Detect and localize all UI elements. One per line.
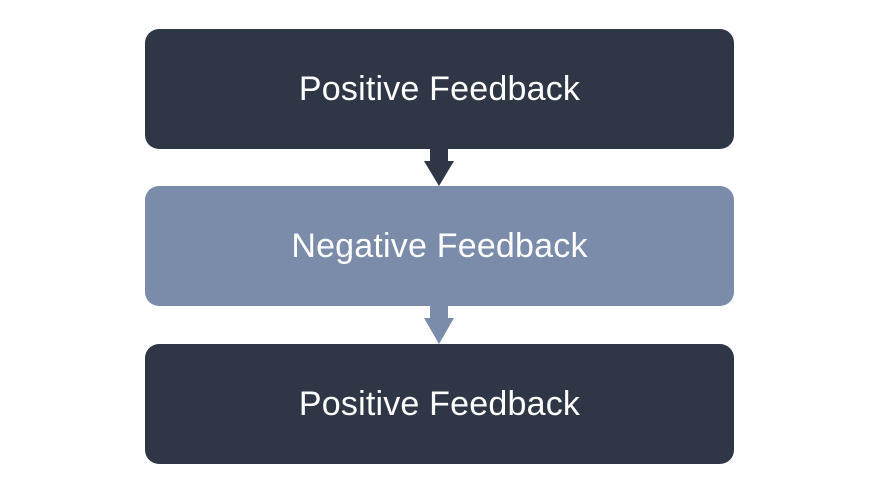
- step-box-3: Positive Feedback: [145, 344, 734, 464]
- step-label-2: Negative Feedback: [291, 226, 588, 265]
- step-label-3: Positive Feedback: [298, 384, 581, 423]
- step-label-1: Positive Feedback: [298, 69, 581, 108]
- step-box-1: Positive Feedback: [145, 29, 734, 149]
- step-box-2: Negative Feedback: [145, 186, 734, 306]
